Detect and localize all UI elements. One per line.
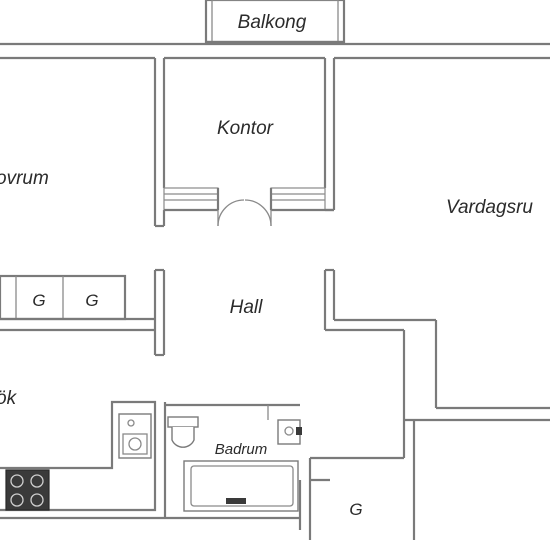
toilet-icon <box>167 416 199 448</box>
room-label-kok: ök <box>0 388 18 409</box>
closet-label-g2: G <box>85 291 98 310</box>
office-double-door <box>217 199 272 227</box>
wall-office-living <box>323 58 336 212</box>
wall-hall-left <box>153 268 166 357</box>
wall-hall-right <box>323 268 550 422</box>
wall-bathroom-right <box>298 420 416 540</box>
balcony <box>204 0 346 44</box>
wall-bedroom-office <box>153 58 166 228</box>
exterior-wall-top <box>0 42 550 60</box>
room-label-badrum: Badrum <box>215 441 268 458</box>
kitchen-counter <box>0 400 167 520</box>
bathroom-walls <box>165 403 300 520</box>
office-glass-partition <box>163 187 334 212</box>
room-label-balkong: Balkong <box>238 12 307 33</box>
washbasin-icon <box>277 419 302 445</box>
room-label-vardagsrum: Vardagsru <box>446 197 533 218</box>
room-label-hall: Hall <box>230 297 264 318</box>
room-label-sovrum: ovrum <box>0 168 49 189</box>
wardrobe-row <box>0 274 155 332</box>
sink-icon <box>118 413 152 459</box>
closet-label-g1: G <box>32 291 45 310</box>
bathtub-icon <box>183 460 299 512</box>
room-label-kontor: Kontor <box>217 118 274 139</box>
closet-label-g3: G <box>349 500 362 519</box>
stove-icon <box>5 469 50 511</box>
